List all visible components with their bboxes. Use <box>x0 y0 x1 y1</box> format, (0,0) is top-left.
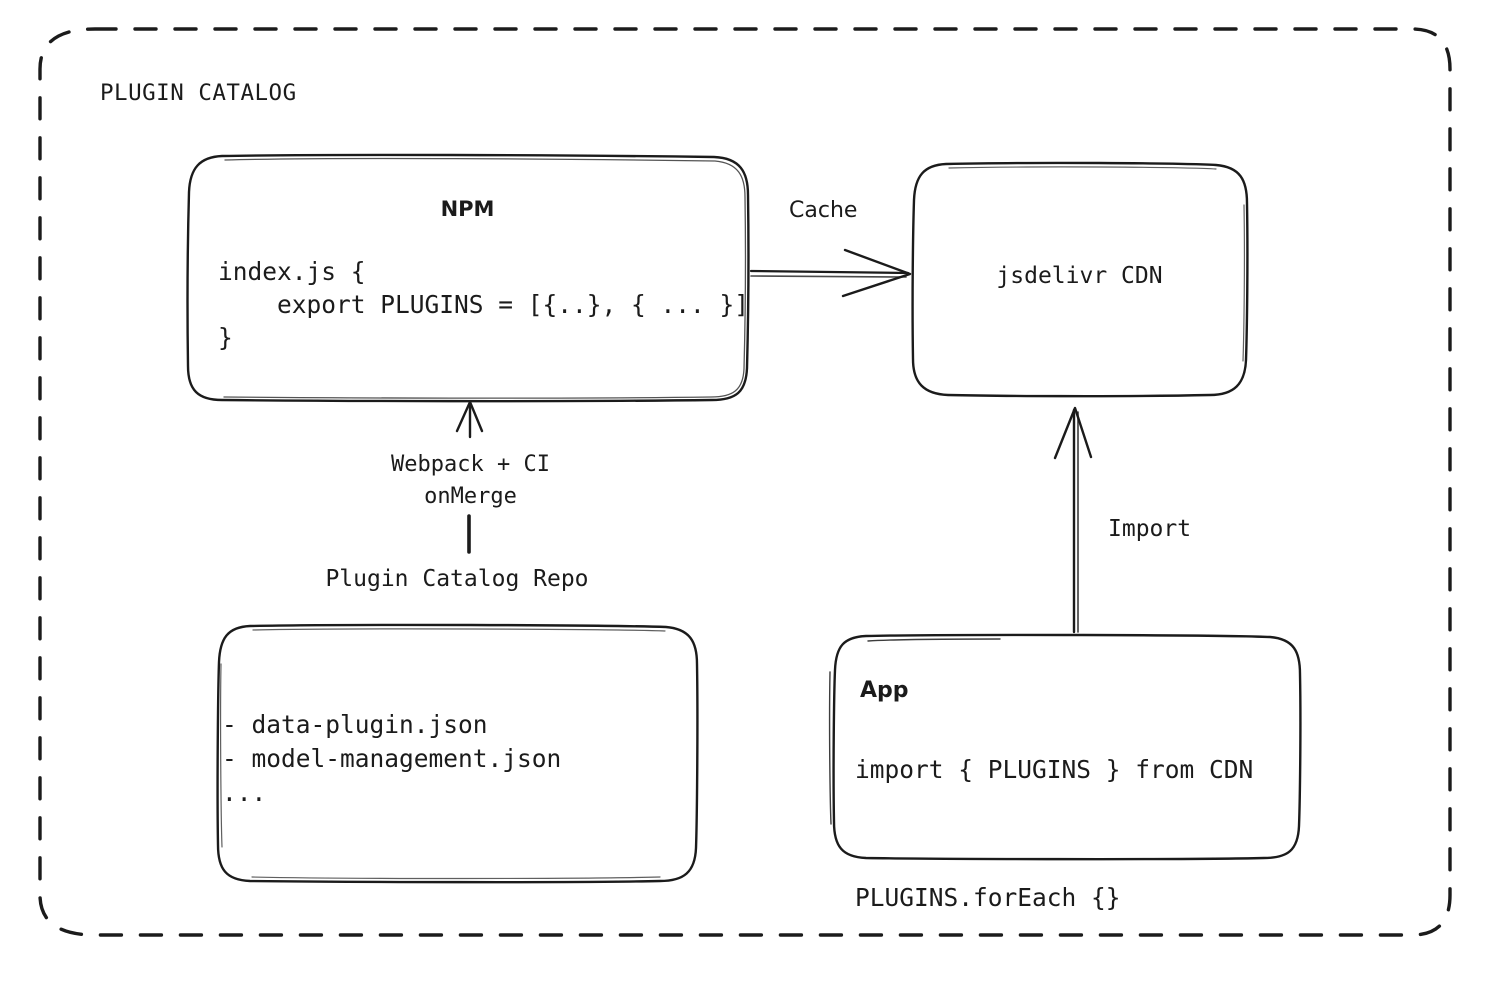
import-edge-label: Import <box>1108 516 1192 542</box>
cdn-box-title: jsdelivr CDN <box>996 263 1163 289</box>
npm-box-code: index.js { export PLUGINS = [{..}, { ...… <box>218 257 750 352</box>
repo-box-label: Plugin Catalog Repo <box>325 566 589 592</box>
import-arrow <box>1053 406 1093 634</box>
app-box-code: import { PLUGINS } from CDN PLUGINS.forE… <box>855 755 1254 912</box>
app-box-title: App <box>860 678 909 703</box>
npm-box-title: NPM <box>440 197 495 221</box>
cache-arrow <box>749 248 912 298</box>
cache-edge-label: Cache <box>789 198 858 223</box>
webpack-edge-label: Webpack + CI onMerge <box>391 452 550 509</box>
group-title: PLUGIN CATALOG <box>100 80 297 106</box>
repo-file-list: - data-plugin.json - model-management.js… <box>222 710 562 807</box>
